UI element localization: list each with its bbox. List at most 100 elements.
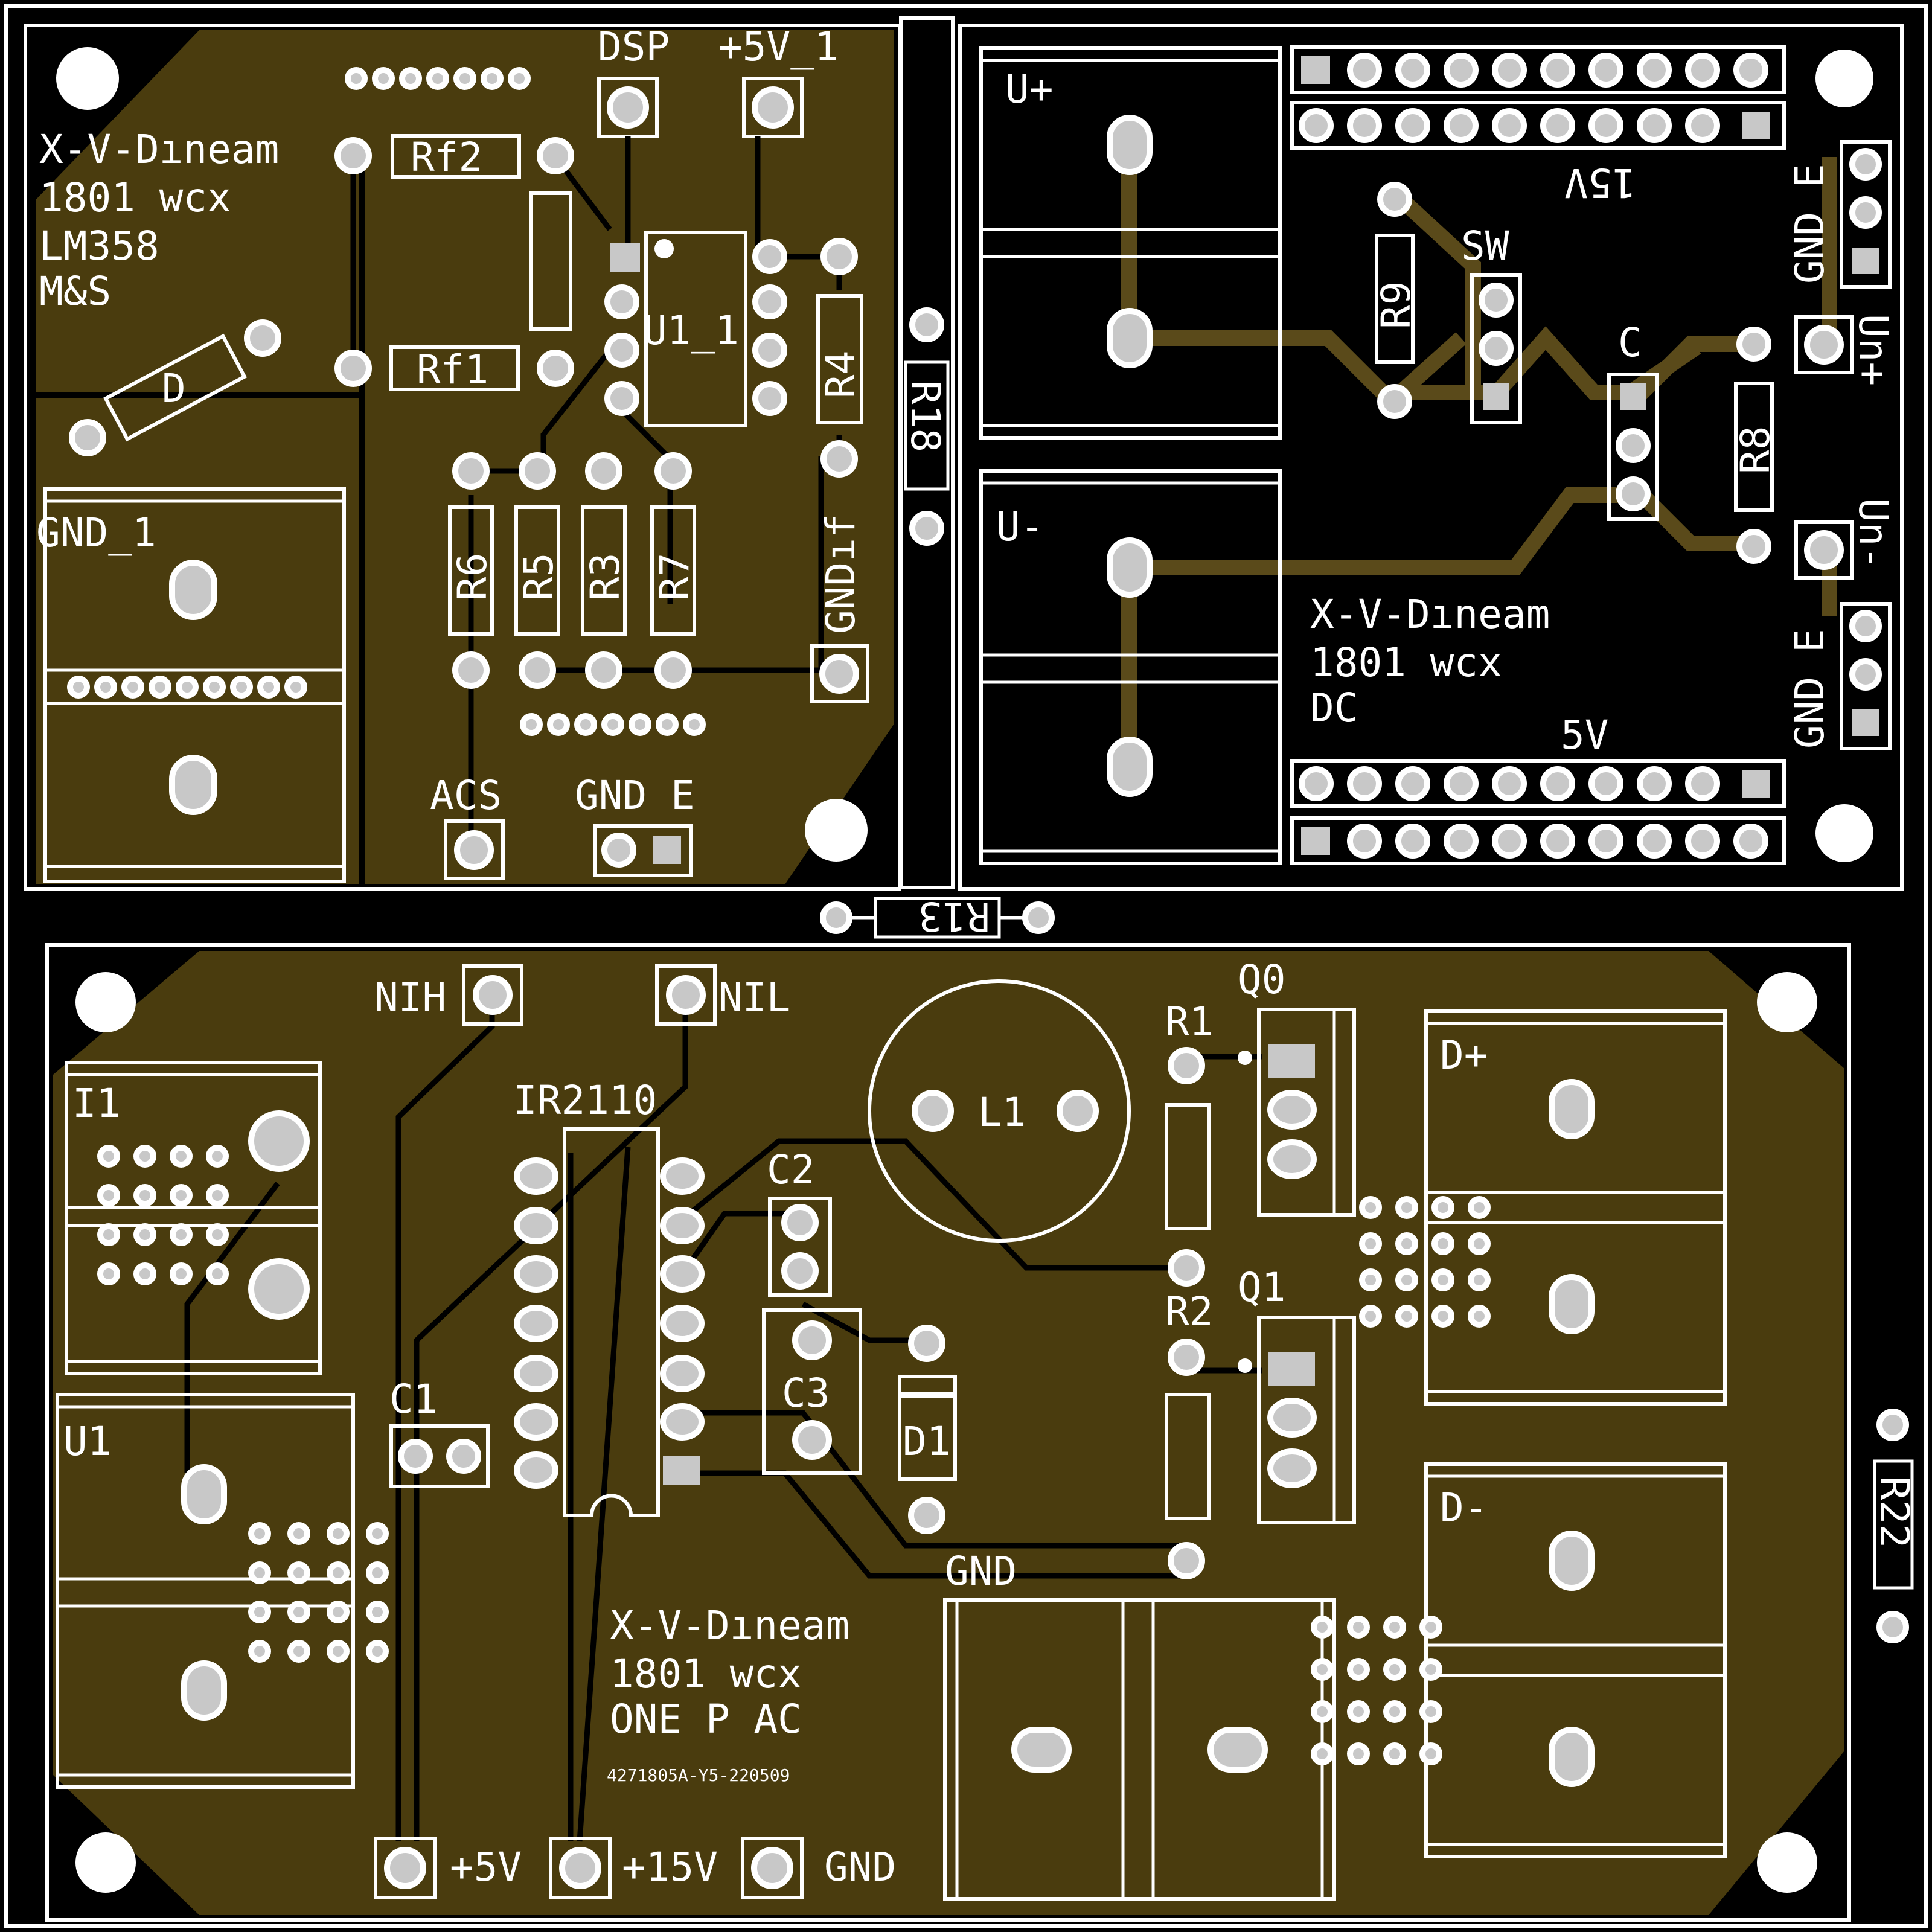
- p15v-label: +15V: [622, 1844, 718, 1890]
- mount-hole: [1757, 1832, 1817, 1893]
- diode-d: D: [69, 319, 281, 456]
- l1-pad[interactable]: [912, 1090, 954, 1132]
- gnd-1-pad[interactable]: [169, 560, 217, 620]
- ir2110-pins-left[interactable]: [514, 1157, 558, 1489]
- v15-label: 15V: [1564, 159, 1636, 206]
- u-minus-label: U-: [996, 504, 1044, 550]
- mount-hole: [1815, 50, 1873, 107]
- header-15v-pins[interactable]: [1299, 53, 1770, 143]
- via-cluster: [97, 1145, 229, 1285]
- gnd-e-pad-square[interactable]: [653, 836, 681, 864]
- board-b-outline: [958, 24, 1904, 891]
- p-gnd-pad[interactable]: [751, 1847, 793, 1889]
- r7-label: R7: [651, 553, 698, 601]
- rf2-pad[interactable]: [334, 137, 372, 174]
- u1-1-label: U1_1: [643, 307, 739, 354]
- rf1-label: Rf1: [417, 347, 488, 393]
- board-b-title-2: 1801 wcx: [1310, 639, 1502, 686]
- p15v-pad[interactable]: [559, 1847, 601, 1889]
- nil-pad[interactable]: [666, 975, 706, 1015]
- un-minus-label: Un-: [1850, 498, 1896, 570]
- r1-body: [1165, 1103, 1211, 1230]
- d-plus-label: D+: [1440, 1032, 1488, 1078]
- u1-block: [56, 1393, 355, 1789]
- i1-block: [65, 1061, 322, 1375]
- gndif-pad[interactable]: [819, 654, 859, 694]
- resistor-bank: R6 R5 R3 R7: [448, 452, 698, 689]
- board-c-title-3: ONE P AC: [610, 1696, 802, 1742]
- ir2110-label: IR2110: [513, 1077, 657, 1124]
- board-c-title-2: 1801 wcx: [610, 1651, 802, 1697]
- r4-label: R4: [817, 351, 864, 398]
- v5-1-pad[interactable]: [752, 86, 794, 129]
- r3-label: R3: [582, 553, 629, 601]
- r6-label: R6: [449, 553, 496, 601]
- ir2110-pins-right[interactable]: [660, 1157, 705, 1485]
- rf2-pad[interactable]: [537, 137, 574, 174]
- r22-label: R22: [1871, 1476, 1918, 1548]
- sw-label: SW: [1461, 223, 1509, 269]
- v5-label: 5V: [1561, 712, 1608, 758]
- header-5v-pins[interactable]: [1299, 766, 1770, 859]
- nil-label: NIL: [718, 974, 790, 1021]
- gndif-pad-outline: [810, 644, 869, 703]
- mount-hole: [75, 1832, 136, 1893]
- mount-hole: [75, 972, 136, 1032]
- dsp-pad[interactable]: [607, 86, 649, 129]
- p5v-pad[interactable]: [384, 1847, 426, 1889]
- board-a: X-V-Dıneam 1801 wcx LM358 M&S DSP +5V_1 …: [24, 24, 901, 891]
- gnd-1-pad[interactable]: [169, 755, 217, 815]
- q1-body: [1257, 1316, 1356, 1524]
- r9-body: [1375, 234, 1415, 364]
- r5-label: R5: [516, 553, 562, 601]
- l1-pad[interactable]: [1057, 1090, 1099, 1132]
- nih-pad[interactable]: [473, 975, 513, 1015]
- q0-body: [1257, 1008, 1356, 1217]
- r18-body: [904, 360, 950, 491]
- u1-label: U1: [63, 1418, 111, 1465]
- v5-1-pad-outline: [742, 77, 804, 138]
- c1-label: C1: [389, 1376, 437, 1422]
- c-label: C: [1618, 319, 1642, 366]
- nih-label: NIH: [374, 974, 446, 1021]
- un-minus-pad[interactable]: [1804, 530, 1844, 570]
- un-plus-pad[interactable]: [1804, 325, 1844, 365]
- r8-label: R8: [1732, 426, 1779, 474]
- ir2110-body: [563, 1127, 660, 1517]
- gnd-1-block: [43, 487, 346, 883]
- r18-label: R18: [902, 380, 948, 452]
- header-dots: [345, 67, 531, 90]
- via-cluster: [1359, 1196, 1491, 1328]
- acs-pad[interactable]: [454, 830, 494, 870]
- rf2-label: Rf2: [411, 134, 482, 181]
- u-minus-block: [979, 469, 1282, 865]
- title-line-4: M&S: [39, 268, 111, 315]
- rf1-body: [389, 345, 520, 391]
- r4-body: [816, 294, 863, 424]
- gnd-1-vias: [67, 676, 307, 699]
- serial-number: 4271805A-Y5-220509: [607, 1765, 790, 1785]
- c3-label: C3: [782, 1370, 830, 1416]
- gnd-e-pad[interactable]: [601, 833, 636, 868]
- acs-label: ACS: [430, 772, 502, 819]
- l1-outline: [868, 979, 1131, 1243]
- board-c-outline: [45, 943, 1851, 1922]
- u1-1-body: [644, 231, 747, 427]
- d-plus-block: [1424, 1009, 1727, 1406]
- rf1-pad[interactable]: [537, 350, 574, 387]
- gnd-1-label: GND_1: [36, 510, 156, 556]
- board-b-title-1: X-V-Dıneam: [1310, 591, 1550, 638]
- p-gnd-label: GND: [824, 1844, 896, 1890]
- board-b-title-3: DC: [1310, 685, 1358, 731]
- v5-1-label: +5V_1: [718, 24, 839, 70]
- board-c: NIH NIL IR2110 L1 C2 C3: [45, 943, 1851, 1922]
- rf1-pad[interactable]: [334, 350, 372, 387]
- title-line-2: 1801 wcx: [39, 174, 231, 221]
- mount-hole: [1815, 804, 1873, 862]
- r8-body: [1734, 382, 1774, 512]
- cap-body: [529, 191, 572, 331]
- pin1-marker: [654, 239, 674, 258]
- u1-1-pin1[interactable]: [610, 243, 640, 272]
